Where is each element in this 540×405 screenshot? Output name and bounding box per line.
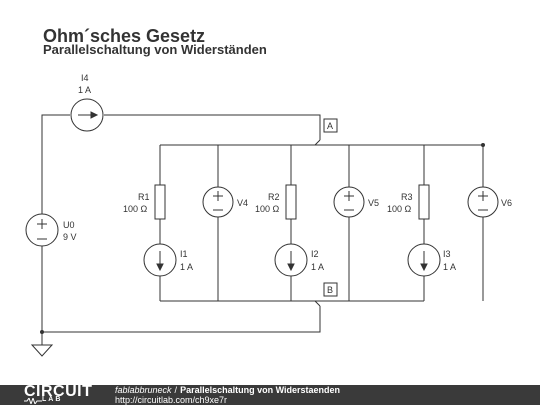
label-i2-value: 1 A: [311, 262, 324, 272]
footer-bar: CIRCUIT LAB fablabbruneck/Parallelschalt…: [0, 383, 540, 405]
voltmeter-v5: [333, 186, 365, 218]
footer-url-link[interactable]: http://circuitlab.com/ch9xe7r: [115, 395, 228, 405]
node-a-label: A: [327, 121, 333, 131]
label-u0-name: U0: [63, 220, 75, 230]
footer-separator: /: [174, 385, 178, 395]
voltmeter-v4: [202, 186, 234, 218]
junction-dot: [40, 330, 44, 334]
label-r2-value: 100 Ω: [255, 204, 280, 214]
ground-icon: [30, 344, 54, 357]
page-subtitle: Parallelschaltung von Widerständen: [43, 42, 267, 57]
label-r2-name: R2: [268, 192, 280, 202]
label-r1-value: 100 Ω: [123, 204, 148, 214]
label-r3-value: 100 Ω: [387, 204, 412, 214]
wire-i4-to-a: [104, 114, 321, 140]
ammeter-i2: [274, 243, 308, 277]
node-b-label: B: [327, 285, 333, 295]
logo-circuit-text: CIRCUIT: [24, 383, 93, 400]
footer-credits: fablabbruneck/Parallelschaltung von Wide…: [115, 385, 340, 395]
page-title: Ohm´sches Gesetz: [43, 26, 206, 46]
wire-left-top: [41, 114, 70, 214]
node-a-box: [323, 118, 338, 133]
resistor-r2: [285, 184, 297, 220]
label-i1-value: 1 A: [180, 262, 193, 272]
circuit-schematic: I4 1 A U0 9 V R1 100 Ω R2 100 Ω R3 100 Ω…: [25, 73, 512, 357]
wire-left-bottom: [41, 246, 321, 333]
label-i4-name: I4: [81, 73, 89, 83]
voltmeter-v6: [467, 186, 499, 218]
logo-resistor-icon: [24, 398, 42, 404]
label-i3-value: 1 A: [443, 262, 456, 272]
label-i1-name: I1: [180, 249, 188, 259]
label-i4-value: 1 A: [78, 85, 91, 95]
label-v5-name: V5: [368, 198, 379, 208]
ammeter-i1: [143, 243, 177, 277]
label-r1-name: R1: [138, 192, 150, 202]
label-u0-value: 9 V: [63, 232, 77, 242]
logo-lab-text: LAB: [42, 396, 63, 403]
ammeter-i3: [407, 243, 441, 277]
label-v4-name: V4: [237, 198, 248, 208]
current-source-i4: [70, 98, 104, 132]
resistor-r1: [154, 184, 166, 220]
label-v6-name: V6: [501, 198, 512, 208]
resistor-r3: [418, 184, 430, 220]
footer-author-link[interactable]: fablabbruneck: [115, 385, 172, 395]
voltage-source-u0: [25, 213, 59, 247]
node-b-box: [323, 282, 338, 297]
label-i3-name: I3: [443, 249, 451, 259]
label-i2-name: I2: [311, 249, 319, 259]
junction-dot: [481, 143, 485, 147]
label-r3-name: R3: [401, 192, 413, 202]
footer-project-title: Parallelschaltung von Widerstaenden: [180, 385, 341, 395]
